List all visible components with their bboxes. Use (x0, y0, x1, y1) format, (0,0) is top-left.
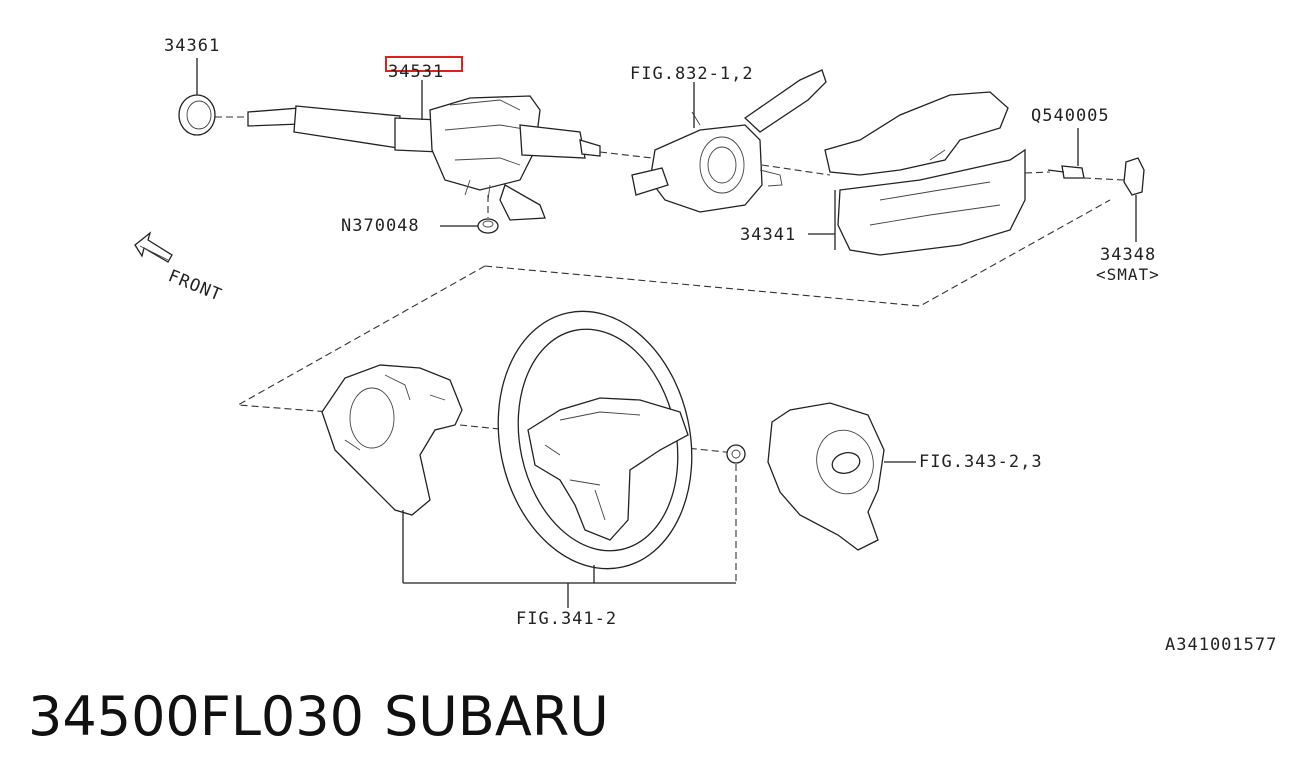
part-number: 34500FL030 (28, 685, 364, 748)
steering-wheel-back-cover-drawing[interactable] (321, 364, 463, 583)
label-34341[interactable]: 34341 (740, 225, 797, 245)
diagram-id: A341001577 (1165, 635, 1278, 655)
airbag-module-drawing[interactable] (767, 402, 916, 551)
bracket-34348-drawing[interactable] (1083, 157, 1145, 242)
label-n370048[interactable]: N370048 (341, 216, 420, 236)
label-34348[interactable]: 34348 (1100, 245, 1157, 265)
steering-wheel-drawing[interactable] (475, 293, 715, 587)
label-fig-341[interactable]: FIG.341-2 (516, 609, 618, 629)
column-cover-drawing[interactable] (808, 91, 1026, 256)
label-34361[interactable]: 34361 (164, 36, 221, 56)
highlight-box (385, 56, 463, 72)
fig-341-2-leader (403, 582, 736, 608)
front-arrow (134, 231, 173, 263)
label-fig-343[interactable]: FIG.343-2,3 (919, 452, 1043, 472)
brand-name: SUBARU (384, 685, 609, 748)
steering-column-drawing[interactable] (247, 80, 653, 221)
combination-switch-drawing[interactable] (631, 69, 831, 213)
wheel-nut-drawing[interactable] (726, 444, 746, 583)
label-q540005[interactable]: Q540005 (1031, 106, 1110, 126)
screw-q540005-drawing[interactable] (1024, 128, 1085, 179)
seal-34361-drawing[interactable] (178, 58, 248, 136)
label-smat: <SMAT> (1096, 265, 1160, 284)
label-34531[interactable]: 34531 (388, 62, 445, 82)
label-fig-832[interactable]: FIG.832-1,2 (630, 64, 754, 84)
nut-n370048-drawing[interactable] (440, 195, 499, 234)
